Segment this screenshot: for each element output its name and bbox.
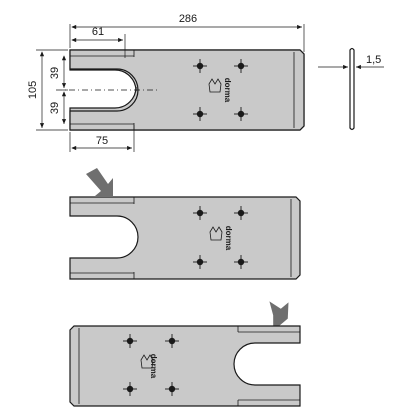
arrow-middle <box>86 168 113 196</box>
bottom-plate: dorma <box>69 325 301 407</box>
logo-text-middle: dorma <box>224 226 233 251</box>
top-dimensions: 286 61 105 39 39 75 <box>27 13 305 152</box>
arrow-bottom <box>269 301 289 331</box>
dim-slot-length: 61 <box>92 26 104 38</box>
dim-height: 105 <box>27 81 39 99</box>
logo-text-bottom: dorma <box>149 354 158 379</box>
dim-thickness: 1,5 <box>366 54 381 66</box>
dim-half-lower: 39 <box>49 102 61 114</box>
dim-half-upper: 39 <box>49 67 61 79</box>
top-plate: dorma <box>56 49 305 131</box>
logo-text: dorma <box>223 78 232 103</box>
side-profile: 1,5 <box>318 47 384 131</box>
dim-total-length: 286 <box>179 13 197 25</box>
middle-plate: dorma <box>69 196 301 280</box>
dim-bottom-length: 75 <box>96 135 108 147</box>
